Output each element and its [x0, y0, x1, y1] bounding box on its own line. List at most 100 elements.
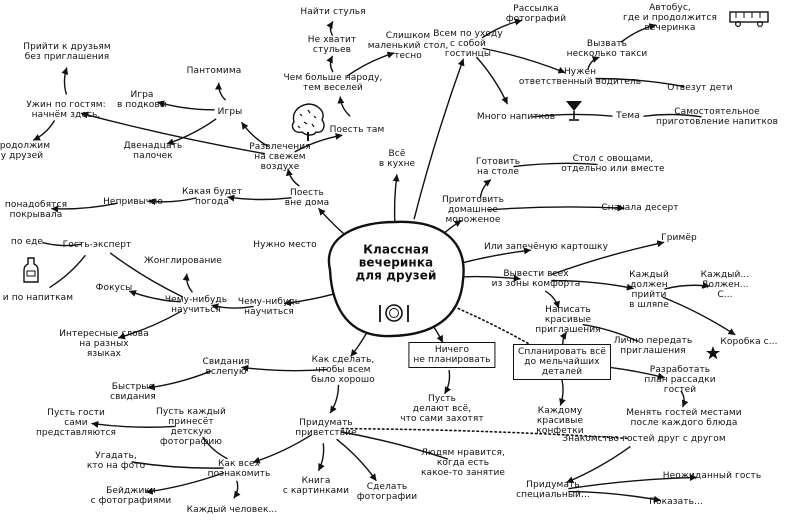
node-nothing-plan: Ничего не планировать	[408, 342, 496, 368]
node-book-pics: Книга с картинками	[282, 476, 350, 496]
node-bring-kid-photo: Пусть каждый принесёт детскую фотографию	[156, 407, 226, 447]
node-plan-details: Спланировать всё до мельчайших деталей	[512, 344, 612, 380]
node-everyone-person: Каждый человек...	[186, 505, 278, 515]
node-dates-blind: Свидания вслепую	[202, 357, 250, 377]
node-come-uninvited: Прийти к друзьям без приглашения	[23, 42, 111, 62]
node-guest-expert: Гость-эксперт	[62, 240, 132, 250]
node-each-candy: Каждому красивые конфетки	[536, 406, 584, 436]
connector-45	[559, 377, 566, 406]
node-eat-out: Поесть вне дома	[284, 188, 330, 208]
node-dessert-first: Сначала десерт	[601, 203, 679, 213]
node-badges: Бейджики с фотографиями	[90, 486, 172, 506]
tree-icon	[291, 103, 325, 141]
connector-22	[166, 118, 217, 146]
connector-21	[157, 100, 215, 111]
node-in-kitchen: Всё в кухне	[378, 149, 416, 169]
node-find-chairs: Найти стулья	[300, 7, 366, 17]
bottle-icon	[23, 257, 39, 283]
connector-40	[662, 296, 736, 336]
connector-63	[110, 252, 183, 298]
node-unusual: Непривычно	[103, 197, 163, 207]
connector-32	[531, 113, 613, 118]
connector-17	[227, 194, 292, 202]
node-many-drinks: Много напитков	[476, 112, 556, 122]
node-seating-plan: Разработать план рассадки гостей	[644, 365, 716, 395]
connector-57	[241, 364, 328, 372]
connector-38	[551, 279, 634, 291]
node-continue-friends: продолжим у друзей	[0, 141, 51, 161]
connector-35	[513, 162, 598, 168]
node-small-table: Слишком маленький стол, тесно	[367, 31, 449, 61]
node-pantomime: Пантомима	[186, 66, 242, 76]
node-need-place: Нужно место	[253, 240, 317, 250]
node-make-photos: Сделать фотографии	[356, 482, 418, 502]
connector-13	[337, 96, 351, 117]
node-bus: Автобус, где и продолжится вечеринка	[623, 3, 717, 33]
connector-27	[482, 47, 566, 74]
node-what-weather: Какая будет погода	[181, 187, 243, 207]
node-dinner-guests: Ужин по гостям: начнём здесь,	[26, 100, 106, 120]
connector-15	[346, 51, 395, 77]
connector-65	[49, 255, 86, 288]
connector-41	[544, 290, 560, 309]
connector-28	[587, 56, 600, 70]
node-interesting-words: Интересные слова на разных языках	[59, 329, 149, 359]
connector-29	[620, 23, 657, 43]
node-special-one: Придумать специальный...	[516, 480, 590, 500]
node-everyone-must: Каждый... Должен... С...	[700, 270, 750, 300]
connector-34	[479, 179, 492, 198]
connector-67	[566, 446, 631, 483]
node-show: Показать...	[649, 497, 703, 507]
node-twelve-sticks: Двенадцать палочек	[123, 141, 183, 161]
node-theme: Тема	[616, 111, 640, 121]
connector-2	[413, 58, 465, 220]
node-self-drinks: Самостоятельное приготовление напитков	[656, 107, 778, 127]
connector-55	[202, 436, 228, 460]
connector-53	[145, 472, 225, 495]
connector-66	[341, 427, 629, 440]
node-write-invites: Написать красивые приглашения	[535, 305, 601, 335]
center-title: Классная вечеринка для друзей	[355, 242, 437, 283]
connector-52	[233, 480, 241, 499]
connector-61	[182, 273, 193, 293]
node-drink-expert: и по напиткам	[2, 293, 74, 303]
node-games: Игры	[217, 107, 243, 117]
node-swap-guests: Менять гостей местами после каждого блюд…	[626, 408, 742, 428]
node-learn-something: Чему-нибудь научиться	[237, 297, 301, 317]
connector-69	[568, 490, 661, 503]
connector-36	[488, 204, 625, 212]
connector-49	[336, 438, 377, 482]
node-not-enough-chairs: Не хватит стульев	[307, 35, 357, 55]
node-food-expert: по еде	[10, 237, 44, 247]
node-how-good: Как сделать, чтобы всем было хорошо	[311, 355, 375, 385]
node-tricks: Фокусы	[95, 283, 133, 293]
connector-50	[318, 443, 325, 471]
connector-26	[481, 18, 523, 39]
node-photo-mail: Рассылка фотографий	[505, 4, 567, 24]
node-learn-something2: Чему-нибудь научиться	[164, 295, 228, 315]
node-personal-invites: Лично передать приглашения	[613, 336, 693, 356]
connector-47	[444, 370, 452, 394]
plate-cutlery-icon	[379, 304, 409, 322]
node-invent-greeting: Придумать приветствие	[295, 418, 357, 438]
connector-16	[326, 21, 334, 36]
node-juggling: Жонглирование	[143, 256, 223, 266]
connector-68	[568, 474, 697, 490]
connector-39	[664, 281, 710, 290]
node-quick-dates: Быстрые свидания	[110, 382, 156, 402]
node-makeup: Гримёр	[661, 233, 697, 243]
node-fresh-air: Развлечения на свежем воздухе	[249, 142, 311, 172]
star-icon	[706, 346, 720, 360]
connector-51	[252, 434, 313, 464]
connector-33	[643, 113, 702, 118]
connector-44	[680, 390, 689, 408]
connector-54	[131, 461, 224, 469]
connector-70	[340, 431, 449, 460]
node-box: Коробка с...	[720, 337, 778, 347]
connector-64	[42, 242, 82, 247]
node-call-taxi: Вызвать несколько такси	[566, 39, 648, 59]
node-homemade-ice: Приготовить домашнее мороженое	[441, 195, 505, 225]
cocktail-icon	[566, 101, 582, 121]
node-horseshoes: Игра в подковы	[116, 90, 168, 110]
